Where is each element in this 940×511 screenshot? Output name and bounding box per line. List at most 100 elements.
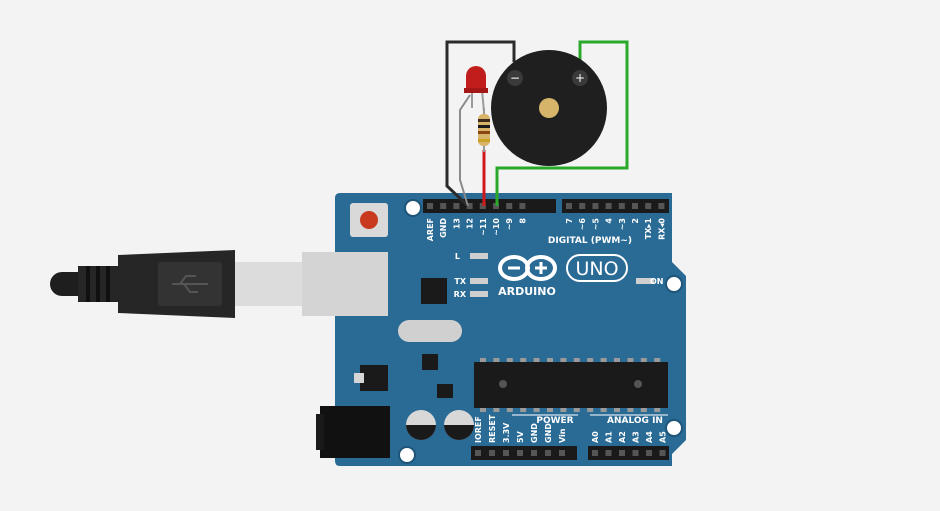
header-pin[interactable] — [645, 203, 652, 209]
pin-label: 12 — [466, 218, 475, 229]
header-pin[interactable] — [632, 450, 639, 456]
digital-header-label: DIGITAL (PWM~) — [548, 236, 632, 246]
chip-pin — [654, 358, 661, 362]
header-pin[interactable] — [440, 203, 447, 209]
header-pin[interactable] — [618, 203, 625, 209]
analog-header — [588, 446, 669, 460]
header-pin[interactable] — [592, 450, 598, 456]
wire-led-cathode-gray[interactable] — [459, 94, 471, 207]
chip-pin — [520, 408, 527, 412]
reset-button[interactable] — [350, 203, 388, 237]
header-pin[interactable] — [545, 450, 551, 456]
pin-label: A5 — [659, 431, 668, 443]
header-pin[interactable] — [605, 450, 612, 456]
wires[interactable] — [445, 40, 629, 208]
chip-pin — [640, 408, 647, 412]
wire-pin12-green[interactable] — [495, 40, 629, 206]
header-pin[interactable] — [579, 203, 586, 209]
pin-label: GND — [530, 423, 539, 443]
arduino-logo: ARDUINO UNO — [498, 254, 628, 298]
mounting-hole — [665, 275, 683, 293]
uno-label: UNO — [575, 258, 618, 280]
chip-pin — [560, 408, 567, 412]
indicator-leds: L TX RX ON — [454, 252, 664, 299]
header-pin[interactable] — [659, 450, 666, 456]
usb-cable[interactable] — [50, 250, 305, 318]
pin-label: 4 — [605, 218, 614, 224]
chip-pin — [547, 358, 553, 362]
chip-pin — [520, 358, 527, 362]
header-pin[interactable] — [466, 203, 473, 209]
header-pin[interactable] — [658, 203, 665, 209]
pin-label: ~6 — [578, 218, 587, 231]
red-led[interactable] — [464, 66, 488, 113]
buzzer-minus-terminal[interactable] — [507, 70, 523, 86]
capacitor — [444, 410, 474, 440]
header-pin[interactable] — [503, 450, 509, 456]
header-pin[interactable] — [559, 450, 565, 456]
pin-label: GND — [439, 218, 448, 238]
piezo-buzzer[interactable]: − + — [491, 50, 607, 166]
mounting-hole — [404, 199, 422, 217]
buzzer-plus-terminal[interactable] — [572, 70, 588, 86]
uno-badge — [566, 254, 628, 282]
header-pin[interactable] — [517, 450, 523, 456]
pin-label: 2 — [631, 218, 640, 224]
chip-pin — [493, 358, 500, 362]
wire-gnd-black[interactable] — [445, 40, 516, 208]
pin-label: ~3 — [618, 218, 627, 230]
mounting-hole — [665, 419, 683, 437]
header-pin[interactable] — [646, 450, 652, 456]
pin-label: IOREF — [474, 416, 483, 443]
header-pin[interactable] — [489, 450, 495, 456]
pin-label: A2 — [618, 431, 627, 443]
header-pin[interactable] — [619, 450, 625, 456]
usb-symbol-icon — [172, 275, 208, 293]
usb-port — [302, 252, 388, 316]
pin-label: ~10 — [492, 218, 501, 236]
voltage-regulator — [360, 365, 388, 391]
small-chip — [422, 354, 438, 370]
header-pin[interactable] — [475, 450, 481, 456]
power-jack — [320, 406, 390, 458]
on-label: ON — [650, 277, 664, 286]
header-pin[interactable] — [566, 203, 572, 209]
pin-label: A0 — [591, 431, 600, 443]
digital-header-right — [562, 199, 669, 213]
pin-label: 5V — [516, 430, 525, 443]
header-pin[interactable] — [506, 203, 513, 209]
plus-icon: + — [575, 71, 585, 85]
digital-header-left — [423, 199, 556, 213]
chip-pin — [533, 408, 540, 412]
header-pin[interactable] — [519, 203, 526, 209]
chip-pin — [560, 358, 567, 362]
chip-pin — [573, 408, 580, 412]
pin-label: 3.3V — [502, 422, 511, 443]
pin-label: ~11 — [479, 218, 488, 236]
header-pin[interactable] — [453, 203, 460, 209]
arduino-uno-board[interactable]: L TX RX ON ARDUINO UNO DIGITAL (PWM~) PO… — [302, 193, 686, 466]
resistor[interactable] — [478, 108, 490, 152]
chip-pin — [480, 358, 486, 362]
pin-label: A4 — [645, 431, 654, 443]
power-header — [471, 446, 577, 460]
chip-pin — [614, 408, 620, 412]
header-pin[interactable] — [531, 450, 537, 456]
infinity-icon — [498, 255, 557, 281]
pin-label: Vin — [558, 428, 567, 443]
header-pin[interactable] — [592, 203, 599, 209]
pin-label: AREF — [426, 218, 435, 241]
pin-label: 8 — [518, 218, 527, 224]
analog-header-label: ANALOG IN — [607, 416, 663, 426]
header-pin[interactable] — [427, 203, 433, 209]
mounting-hole — [398, 446, 416, 464]
led-l-label: L — [455, 252, 460, 261]
chip-pin — [587, 358, 594, 362]
atmega-microcontroller — [474, 358, 668, 412]
chip-pin — [573, 358, 580, 362]
header-pin[interactable] — [605, 203, 612, 209]
header-pin[interactable] — [632, 203, 638, 209]
pin-label: A3 — [632, 431, 641, 443]
chip-pin — [493, 408, 500, 412]
